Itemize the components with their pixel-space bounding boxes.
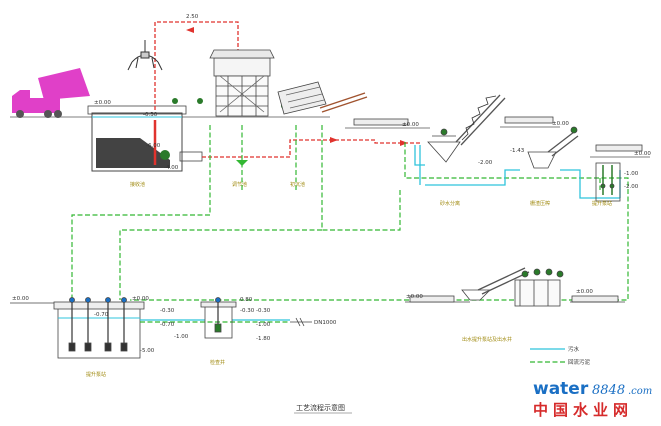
elevation-label: ±0.00 bbox=[402, 122, 419, 128]
elevation-label: -0.30 bbox=[143, 112, 158, 118]
elevation-label: -2.00 bbox=[624, 184, 639, 190]
watermark-brand: water bbox=[533, 379, 589, 399]
elevation-labels: 2.50 ±0.00 -0.30 -6.00 -4.00 ±0.00 ±0.00… bbox=[12, 14, 651, 354]
label-sand-separator: 砂水分离 bbox=[440, 200, 460, 207]
label-screen-press: 栅渣压榨 bbox=[530, 200, 550, 207]
watermark-number: 8848 bbox=[592, 383, 625, 398]
structure-labels: 接收池 调节池 初沉池 砂水分离 栅渣压榨 提升泵站 提升泵站 检查井 出水提升… bbox=[86, 181, 612, 378]
label-tank-mid: 初沉池 bbox=[290, 181, 305, 188]
elevation-label: -0.30 bbox=[160, 308, 175, 314]
elevation-label: -2.00 bbox=[478, 160, 493, 166]
drum-screen bbox=[277, 81, 327, 115]
label-inspection-well: 检查井 bbox=[210, 359, 225, 366]
elevation-label: -0.70 bbox=[160, 322, 175, 328]
elevation-label: -0.30 bbox=[256, 308, 271, 314]
elevation-label: -5.00 bbox=[140, 348, 155, 354]
elevation-label: -1.80 bbox=[256, 336, 271, 342]
grab-crane-icon bbox=[127, 40, 163, 71]
arrow-icon bbox=[400, 140, 408, 146]
watermark-suffix: .com bbox=[628, 386, 652, 397]
conveyor-belt bbox=[319, 92, 368, 113]
elevation-label: -1.00 bbox=[624, 171, 639, 177]
elevation-label: -6.00 bbox=[146, 143, 161, 149]
elevation-label: -1.43 bbox=[510, 148, 525, 154]
dump-truck-icon bbox=[12, 68, 90, 118]
receiving-pit bbox=[87, 105, 203, 172]
label-tank-left: 调节池 bbox=[232, 181, 247, 188]
red-main-pipe bbox=[202, 139, 420, 158]
arrow-icon bbox=[186, 27, 194, 33]
elevation-label: -1.00 bbox=[174, 334, 189, 340]
ground-structures-top bbox=[353, 116, 643, 152]
sorting-building bbox=[209, 49, 275, 117]
arrow-icon bbox=[330, 137, 338, 143]
label-pump-station: 提升泵站 bbox=[592, 200, 612, 207]
discharge-pipe-symbol bbox=[290, 317, 312, 327]
cyan-pipe-top bbox=[414, 145, 621, 199]
red-dashed-loop bbox=[154, 21, 239, 110]
elevation-label: 0.80 bbox=[240, 297, 253, 303]
elevation-label: -4.00 bbox=[164, 165, 179, 171]
sand-separator bbox=[427, 94, 506, 163]
elevation-label: -0.70 bbox=[94, 312, 109, 318]
pump-station-right bbox=[595, 162, 621, 202]
arrow-icon bbox=[236, 160, 248, 166]
inspection-well bbox=[200, 297, 237, 339]
elevation-label: ±0.00 bbox=[576, 289, 593, 295]
label-bottom-pump-station: 提升泵站 bbox=[86, 371, 106, 378]
label-outlet-station: 出水提升泵站及出水井 bbox=[462, 336, 512, 343]
elevation-label: ±0.00 bbox=[132, 296, 149, 302]
pipe-size-label: DN1000 bbox=[314, 320, 337, 326]
bottom-pump-station bbox=[10, 297, 145, 359]
green-return-lines bbox=[71, 125, 629, 301]
legend-label-sewage: 污水 bbox=[568, 345, 580, 353]
legend: 污水 回流污泥 bbox=[530, 345, 591, 366]
legend-label-sludge: 回流污泥 bbox=[568, 358, 591, 366]
elevation-label: -1.00 bbox=[256, 322, 271, 328]
label-receiving-pit: 接收池 bbox=[130, 181, 145, 188]
watermark-logo: water 8848 .com 中国水业网 bbox=[533, 379, 652, 419]
elevation-label: ±0.00 bbox=[406, 294, 423, 300]
elevation-label: ±0.00 bbox=[552, 121, 569, 127]
diagram-title: 工艺流程示意图 bbox=[296, 403, 345, 412]
elevation-label: ±0.00 bbox=[12, 296, 29, 302]
elevation-label: ±0.00 bbox=[94, 100, 111, 106]
watermark-chinese: 中国水业网 bbox=[533, 401, 633, 419]
screen-press bbox=[527, 126, 579, 169]
elevation-label: 2.50 bbox=[186, 14, 199, 20]
outlet-station bbox=[405, 267, 625, 307]
elevation-label: ±0.00 bbox=[634, 151, 651, 157]
elevation-label: -0.30 bbox=[240, 308, 255, 314]
